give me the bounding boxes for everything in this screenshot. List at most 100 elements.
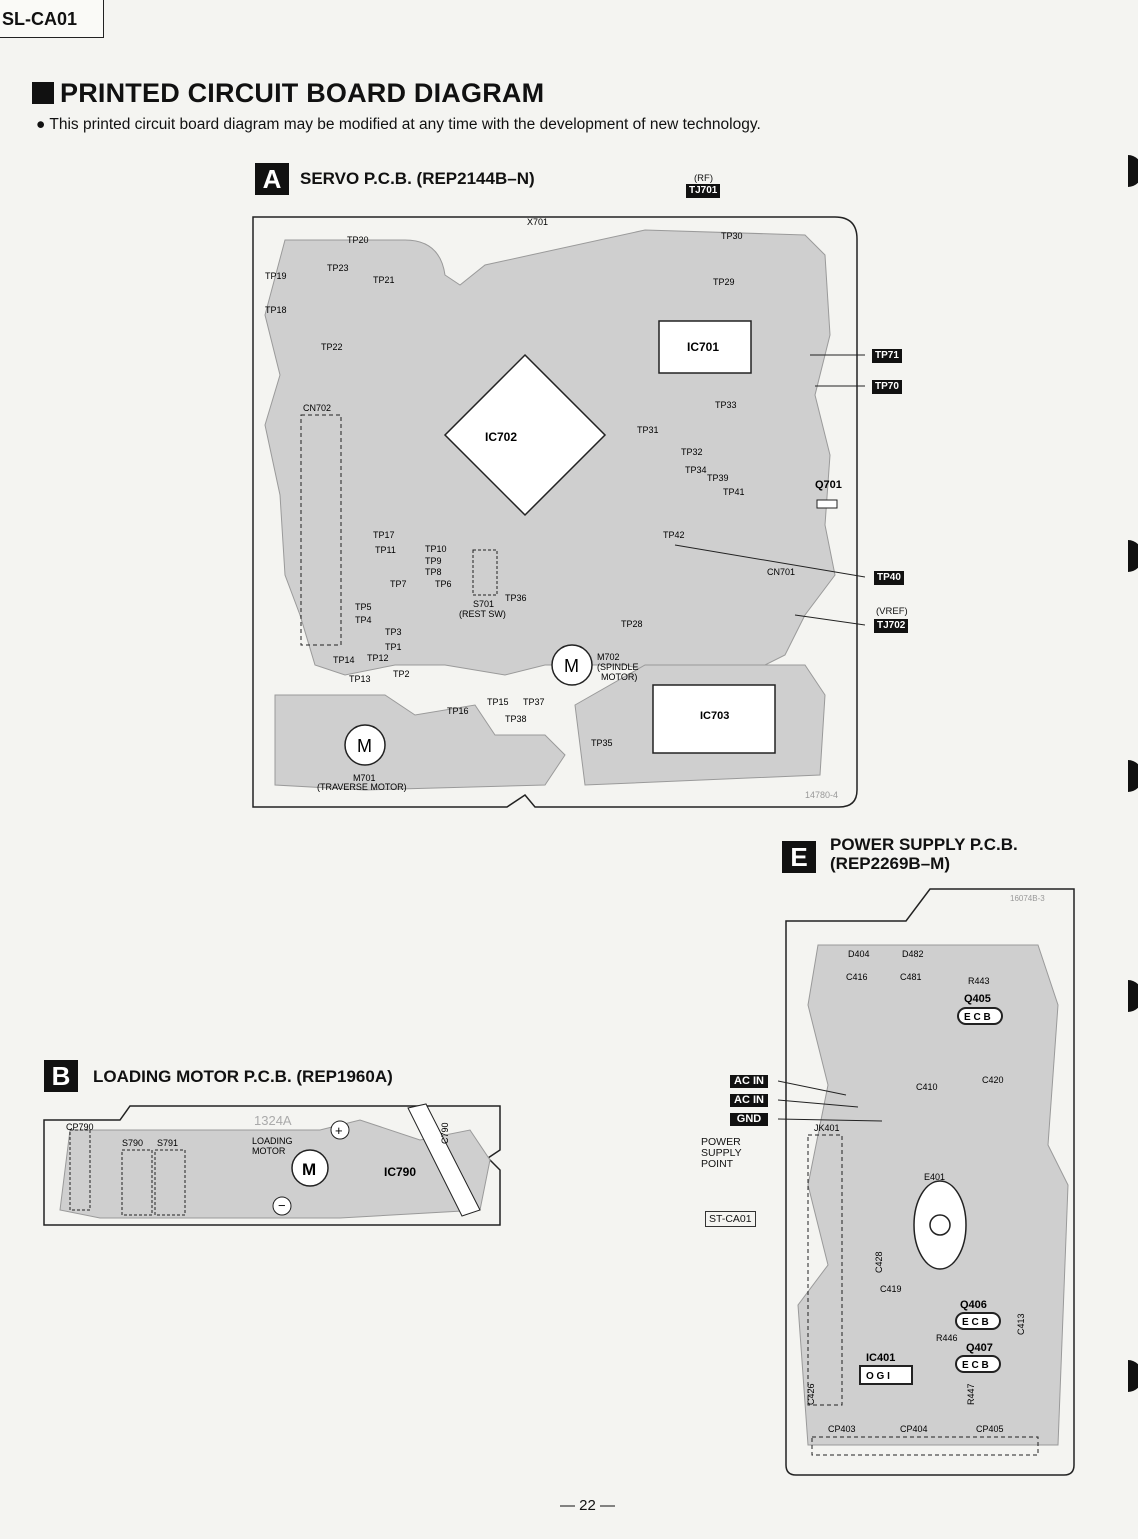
s701-label: S701 — [473, 599, 494, 609]
c426-label: C426 — [806, 1383, 816, 1405]
section-e-badge: E — [782, 841, 816, 873]
binding-hole-icon — [1128, 760, 1138, 792]
tp11-label: TP11 — [375, 545, 396, 555]
tp42-label: TP42 — [663, 530, 685, 540]
tp70-tag: TP70 — [872, 380, 902, 394]
d404-label: D404 — [848, 949, 870, 959]
tp29-label: TP29 — [713, 277, 735, 287]
tp16-label: TP16 — [447, 706, 469, 716]
tp3-label: TP3 — [385, 627, 402, 637]
cp790-connector — [69, 1129, 91, 1211]
tp19-label: TP19 — [265, 271, 287, 281]
c413-label: C413 — [1016, 1313, 1026, 1335]
q701-label: Q701 — [815, 479, 842, 491]
tp39-label: TP39 — [707, 473, 729, 483]
gnd-tag: GND — [730, 1113, 768, 1126]
loading-motor-icon — [291, 1149, 329, 1187]
tp4-label: TP4 — [355, 615, 372, 625]
spindle-motor-m: M — [564, 656, 579, 676]
motor-minus-icon — [272, 1196, 292, 1216]
ic703-label: IC703 — [700, 710, 729, 722]
tp36-label: TP36 — [505, 593, 527, 603]
tp37-label: TP37 — [523, 697, 545, 707]
rf-label: (RF) — [694, 173, 713, 184]
tp40-leader — [674, 544, 865, 578]
page-subtitle: ● This printed circuit board diagram may… — [36, 116, 761, 133]
motor-minus-sign: − — [278, 1198, 286, 1213]
e401-screw-icon — [929, 1214, 951, 1236]
q407-body — [955, 1355, 1001, 1373]
tp32-label: TP32 — [681, 447, 703, 457]
cn702-connector — [300, 414, 342, 646]
c419-label: C419 — [880, 1284, 902, 1294]
page-title-text: PRINTED CIRCUIT BOARD DIAGRAM — [60, 78, 545, 108]
tp8-label: TP8 — [425, 567, 442, 577]
q405-body — [957, 1007, 1003, 1025]
tp7-label: TP7 — [390, 579, 407, 589]
power-supply-point-line1: POWER — [701, 1136, 741, 1148]
ic401-pins: O G I — [866, 1371, 890, 1382]
page-title: PRINTED CIRCUIT BOARD DIAGRAM — [32, 78, 544, 109]
ac-in-1-leader — [778, 1080, 847, 1096]
motor-plus-icon — [330, 1120, 350, 1140]
page-number: — 22 — — [560, 1497, 616, 1514]
tp10-label: TP10 — [425, 544, 447, 554]
q701-body — [816, 499, 838, 509]
cn701-label: CN701 — [767, 567, 795, 577]
jk401-label: JK401 — [814, 1123, 840, 1133]
section-b-title: LOADING MOTOR P.C.B. (REP1960A) — [93, 1067, 393, 1086]
loading-motor-m: M — [302, 1160, 316, 1179]
loading-motor-label2: MOTOR — [252, 1146, 286, 1156]
tp31-label: TP31 — [637, 425, 659, 435]
ac-in-2-leader — [778, 1099, 859, 1108]
ic790-body — [407, 1103, 481, 1217]
binding-hole-icon — [1128, 155, 1138, 187]
r447-label: R447 — [966, 1383, 976, 1405]
binding-hole-icon — [1128, 540, 1138, 572]
servo-board-outline — [252, 216, 858, 808]
tp21-label: TP21 — [373, 275, 395, 285]
gnd-leader — [778, 1118, 883, 1122]
section-b-badge: B — [44, 1060, 78, 1092]
tp30-label: TP30 — [721, 231, 743, 241]
tp15-label: TP15 — [487, 697, 509, 707]
c428-label: C428 — [874, 1251, 884, 1273]
x701-label: X701 — [527, 217, 548, 227]
s790-switch — [121, 1149, 153, 1216]
power-code-label: 16074B-3 — [1010, 894, 1045, 903]
tp71-tag: TP71 — [872, 349, 902, 363]
m701-label: M701 — [353, 773, 376, 783]
s791-switch — [154, 1149, 186, 1216]
tp1-label: TP1 — [385, 642, 402, 652]
section-a-badge: A — [255, 163, 289, 195]
q405-label: Q405 — [964, 993, 991, 1005]
tp28-label: TP28 — [621, 619, 643, 629]
s791-label: S791 — [157, 1138, 178, 1148]
c410-label: C410 — [916, 1082, 938, 1092]
tp41-label: TP41 — [723, 487, 745, 497]
servo-code-label: 14780-4 — [805, 790, 838, 800]
tp14-label: TP14 — [333, 655, 355, 665]
tj702-tag: TJ702 — [874, 619, 909, 633]
ac-in-2-tag: AC IN — [730, 1094, 768, 1107]
cp403-label: CP403 — [828, 1424, 856, 1434]
ic701-label: IC701 — [687, 340, 719, 354]
s701-switch — [472, 549, 498, 596]
binding-hole-icon — [1128, 980, 1138, 1012]
r443-label: R443 — [968, 976, 990, 986]
cp790-label: CP790 — [66, 1122, 94, 1132]
loading-motor-label1: LOADING — [252, 1136, 293, 1146]
tp35-label: TP35 — [591, 738, 613, 748]
section-e-title2: (REP2269B–M) — [830, 854, 950, 873]
tp20-label: TP20 — [347, 235, 369, 245]
tp38-label: TP38 — [505, 714, 527, 724]
ic401-label: IC401 — [866, 1352, 895, 1364]
tj701-tag: TJ701 — [686, 184, 721, 198]
servo-pcb-diagram: IC702 IC701 IC703 CN702 X701 Q701 CN701 … — [252, 216, 865, 808]
s790-label: S790 — [122, 1138, 143, 1148]
c481-label: C481 — [900, 972, 922, 982]
section-e-title1: POWER SUPPLY P.C.B. — [830, 835, 1018, 854]
vref-label: (VREF) — [876, 606, 908, 617]
cp405-label: CP405 — [976, 1424, 1004, 1434]
q407-label: Q407 — [966, 1342, 993, 1354]
